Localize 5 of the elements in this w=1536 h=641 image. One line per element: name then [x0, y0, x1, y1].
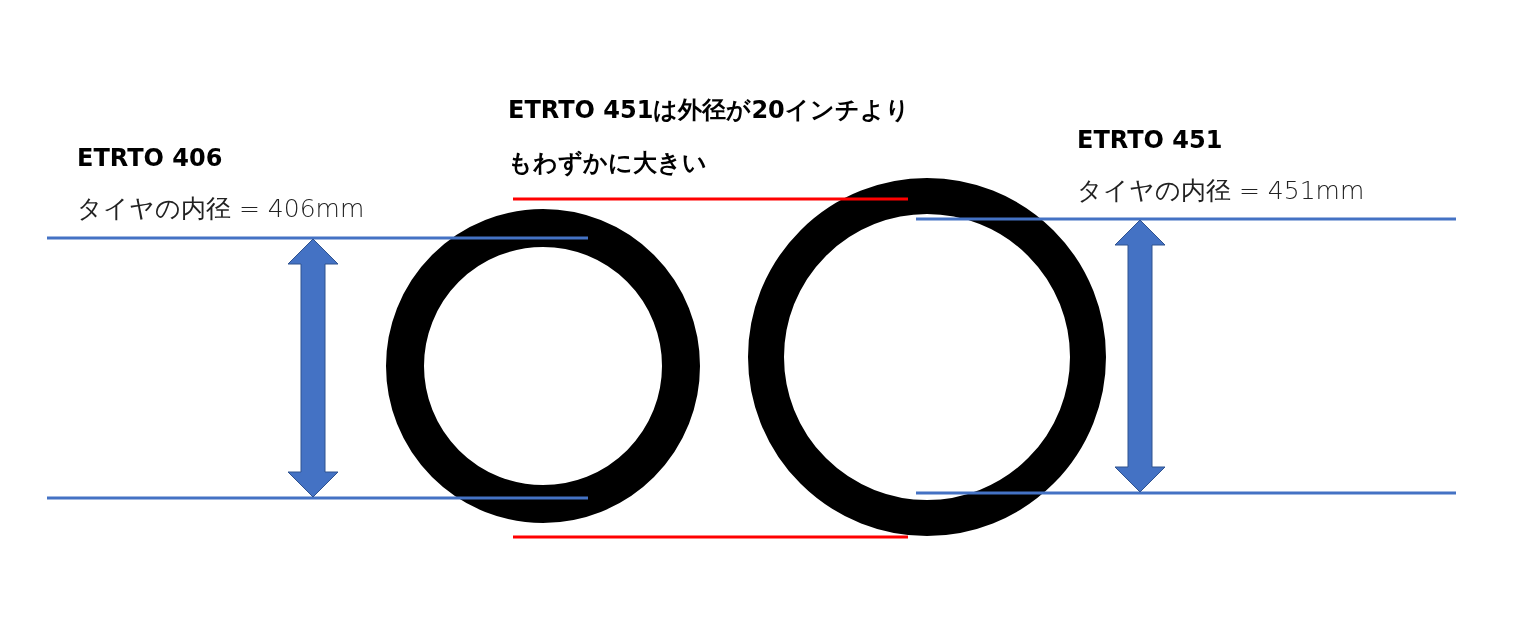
label-text: タイヤの内径 = 406mm [77, 193, 365, 225]
note-text: ETRTO 451は外径が20インチよりもわずかに大きい [508, 95, 911, 179]
heading: ETRTO 406 [77, 144, 223, 172]
label-text: タイヤの内径 = 451mm [1077, 175, 1365, 207]
heading: ETRTO 451 [1077, 126, 1223, 154]
